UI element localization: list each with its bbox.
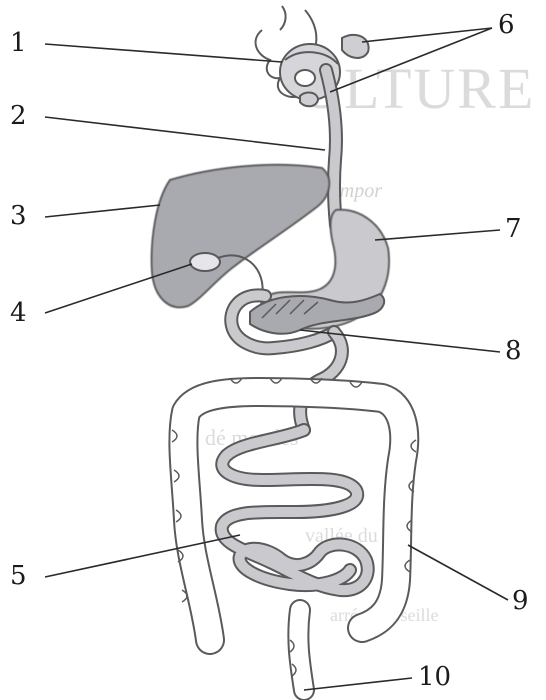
label-10: 10	[418, 664, 451, 690]
label-3: 3	[10, 203, 27, 229]
label-9: 9	[512, 588, 529, 614]
label-6: 6	[498, 12, 515, 38]
label-5: 5	[10, 563, 27, 589]
leader-line-1	[45, 44, 282, 62]
label-1: 1	[10, 30, 27, 56]
leader-line-10	[304, 678, 412, 690]
label-2: 2	[10, 103, 27, 129]
liver	[152, 165, 330, 307]
label-8: 8	[505, 338, 522, 364]
label-7: 7	[505, 216, 522, 242]
leader-lines	[45, 28, 508, 690]
leader-line-9	[408, 545, 508, 600]
leader-line-3	[45, 205, 160, 217]
leader-line-2	[45, 117, 325, 150]
label-4: 4	[10, 300, 27, 326]
leader-line-7	[375, 230, 500, 240]
gallbladder	[190, 253, 220, 271]
